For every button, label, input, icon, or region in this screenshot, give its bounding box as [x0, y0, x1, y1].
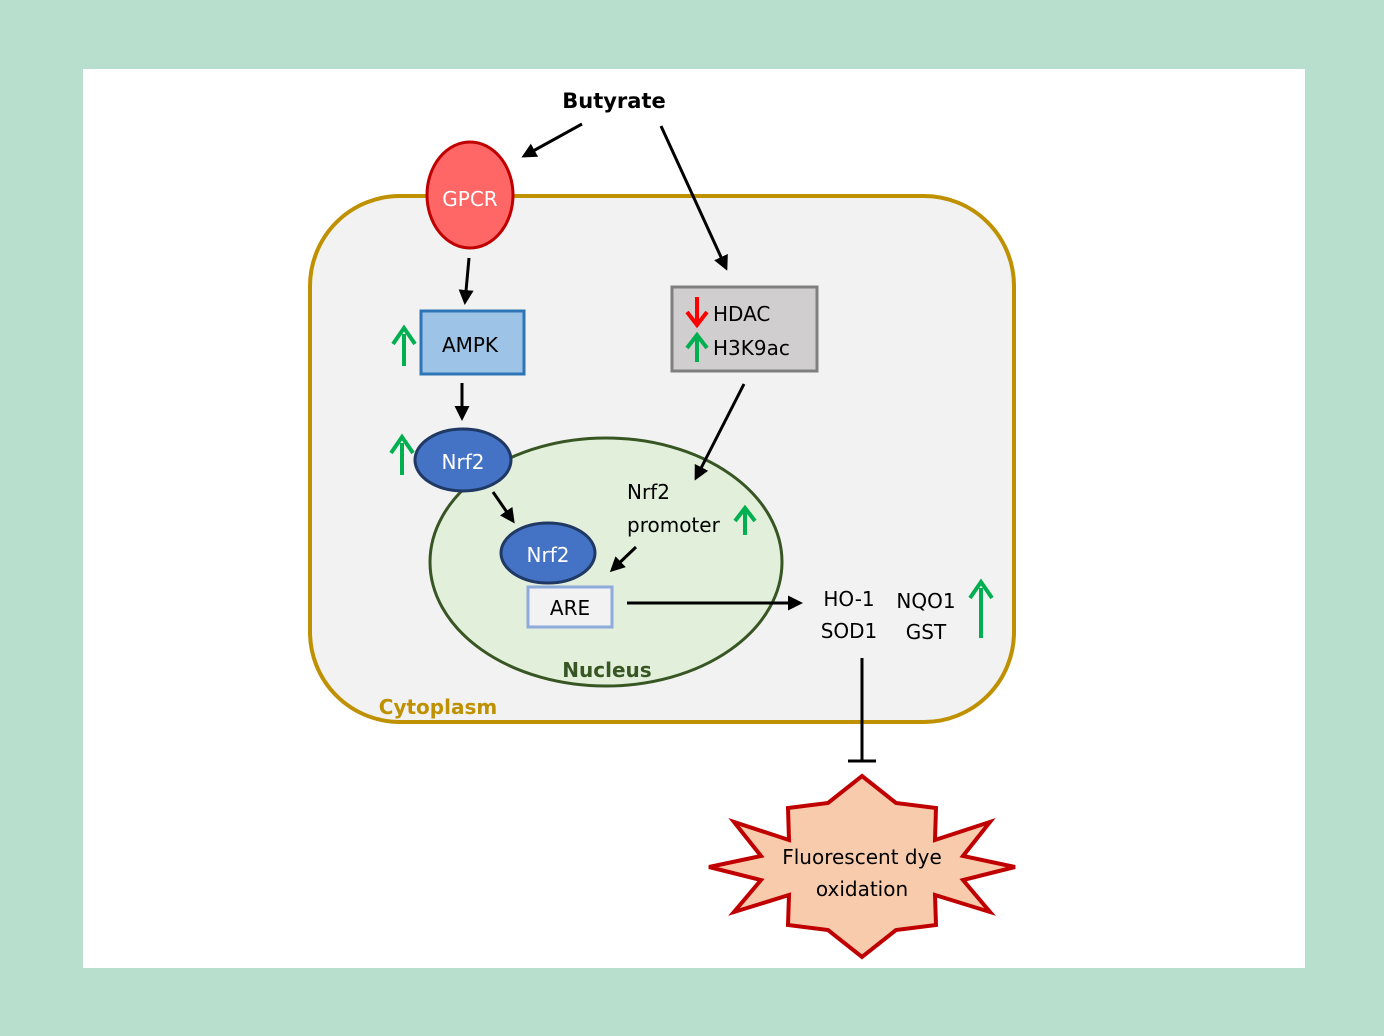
ampk-label: AMPK	[442, 333, 499, 357]
nrf2-nucleus: Nrf2	[499, 521, 597, 585]
ampk-up-arrow-icon	[391, 324, 417, 366]
butyrate-label: Butyrate	[562, 89, 666, 113]
arrow-gpcr-to-ampk	[458, 257, 474, 305]
nucleus	[428, 436, 784, 688]
gene-ho1: HO-1	[823, 587, 874, 611]
fluorescent-dye-oxidation-burst: Fluorescent dye oxidation	[708, 773, 1016, 960]
arrow-promoter-to-are	[609, 545, 638, 573]
nrf2-nucleus-label: Nrf2	[527, 543, 570, 567]
gpcr-receptor: GPCR	[425, 140, 515, 250]
hdac-box: HDAC H3K9ac	[670, 285, 819, 373]
promoter-up-arrow-icon	[733, 504, 757, 535]
h3k9ac-label: H3K9ac	[713, 336, 790, 360]
genes-up-arrow-icon	[968, 578, 994, 638]
nrf2-promoter-label-line1: Nrf2	[627, 480, 670, 504]
burst-label-line2: oxidation	[816, 877, 908, 901]
arrow-hdac-to-promoter	[694, 383, 746, 481]
gene-sod1: SOD1	[821, 619, 878, 643]
nrf2-promoter-label-line2: promoter	[627, 513, 721, 537]
h3k9ac-up-arrow-icon	[685, 331, 709, 362]
arrow-nrf2-to-nucleus	[491, 491, 515, 524]
arrow-butyrate-to-gpcr	[521, 122, 583, 158]
ampk-box: AMPK	[419, 309, 526, 376]
gpcr-label: GPCR	[442, 187, 498, 211]
burst-label-line1: Fluorescent dye	[782, 845, 942, 869]
are-box: ARE	[526, 585, 614, 629]
nucleus-label: Nucleus	[562, 658, 651, 682]
hdac-down-arrow-icon	[685, 297, 709, 329]
gene-nqo1: NQO1	[896, 589, 955, 613]
arrow-butyrate-to-hdac	[659, 125, 728, 271]
nrf2-cytoplasm-label: Nrf2	[442, 450, 485, 474]
hdac-label: HDAC	[713, 302, 770, 326]
nrf2-up-arrow-icon	[389, 433, 415, 475]
cytoplasm-label: Cytoplasm	[379, 695, 497, 719]
gene-gst: GST	[906, 620, 947, 644]
are-label: ARE	[550, 596, 590, 620]
nrf2-cytoplasm: Nrf2	[413, 427, 513, 493]
